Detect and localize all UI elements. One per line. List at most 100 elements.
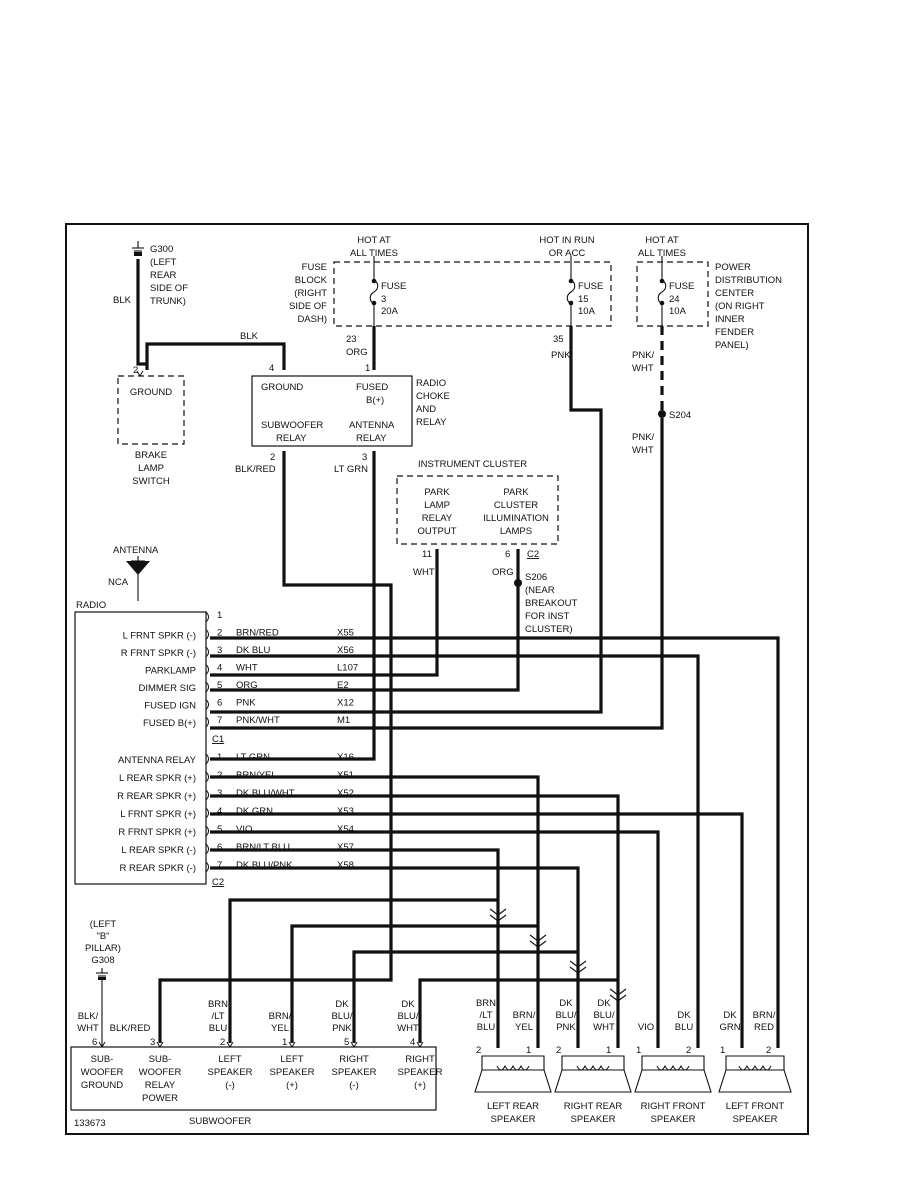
speaker-name: RIGHT FRONT (641, 1101, 706, 1112)
svg-text:PARK: PARK (424, 487, 450, 498)
radio-wire-circuit: L107 (337, 663, 358, 674)
subwoofer-connector-icon (416, 1041, 424, 1048)
subwoofer-pin-label: LEFT (280, 1054, 303, 1065)
cluster-pin-6: 6 (505, 549, 510, 560)
svg-text:LAMPS: LAMPS (500, 526, 532, 537)
speaker-wire-color: RED (754, 1022, 774, 1033)
radio-wire-color: VIO (236, 824, 252, 835)
svg-text:FENDER: FENDER (715, 327, 754, 338)
speaker-top-icon (641, 1055, 705, 1071)
svg-text:24: 24 (669, 294, 680, 305)
subwoofer-pin-label: SPEAKER (208, 1067, 253, 1078)
speaker-wire-color: BLU (675, 1022, 694, 1033)
radio-wire-circuit: X12 (337, 698, 354, 709)
subwoofer-wire-color: BRN (208, 999, 228, 1010)
subwoofer-pin-label: WOOFER (81, 1067, 124, 1078)
fuse-24: FUSE 24 10A (657, 256, 694, 326)
wire-sub-left-minus (228, 898, 498, 1043)
ground-g308-icon (96, 968, 108, 1046)
relay-pin-sub: 2 (270, 452, 275, 463)
radio-pin-number: 1 (217, 610, 222, 621)
wire-x52-dk-blu-wht (210, 794, 620, 1048)
svg-text:(NEAR: (NEAR (525, 585, 555, 596)
antenna-icon (126, 556, 150, 601)
radio-wire-color: PNK (236, 698, 256, 709)
speaker-coil-icon (656, 1064, 690, 1071)
wire-x57-brn-lt-blu (210, 848, 500, 1048)
wire-x55-brn-red (210, 636, 780, 1048)
svg-text:WHT: WHT (632, 363, 654, 374)
speaker-pin-number: 1 (526, 1045, 531, 1056)
speaker-top-icon (561, 1055, 625, 1071)
subwoofer-wire-color: /LT (211, 1011, 224, 1022)
speaker-connector-chevrons (489, 908, 627, 1002)
radio-pin-label: DIMMER SIG (138, 683, 196, 694)
wire-lt-grn-ant (210, 451, 376, 761)
wire-color-blk-top: BLK (240, 331, 259, 342)
radio-title: RADIO (76, 600, 106, 611)
svg-text:RELAY: RELAY (422, 513, 453, 524)
fuse-block-label: FUSE BLOCK (RIGHT SIDE OF DASH) (289, 262, 328, 325)
wire-org-dimmer (210, 549, 520, 692)
speaker-wire-color: BLU/ (593, 1010, 614, 1021)
wire-color-lt-grn-relay: LT GRN (334, 464, 368, 475)
radio-pin-label: L REAR SPKR (-) (121, 845, 196, 856)
antenna-label: ANTENNA (113, 545, 159, 556)
radio-pin-number: 4 (217, 806, 222, 817)
radio-wire-color: ORG (236, 680, 258, 691)
wire-color-pnk-wht-lower: PNK/ WHT (632, 432, 655, 456)
radio-pin-label: L REAR SPKR (+) (119, 773, 196, 784)
radio-wire-circuit: X53 (337, 806, 354, 817)
radio-wire-color: PNK/WHT (236, 715, 280, 726)
fuse-block-box (333, 261, 612, 327)
subwoofer-connector-icon (350, 1041, 358, 1048)
speaker-pin-number: 1 (606, 1045, 611, 1056)
svg-text:10A: 10A (578, 306, 596, 317)
brake-switch-name: BRAKE LAMP SWITCH (132, 450, 170, 487)
subwoofer-pin-label: (+) (286, 1080, 298, 1091)
speaker-name: SPEAKER (733, 1114, 778, 1125)
svg-text:OR ACC: OR ACC (549, 248, 586, 259)
radio-pin-label: L FRNT SPKR (+) (120, 809, 196, 820)
svg-text:G308: G308 (91, 955, 114, 966)
g308-label: (LEFT "B" PILLAR) G308 (85, 919, 121, 966)
svg-text:BREAKOUT: BREAKOUT (525, 598, 577, 609)
svg-text:CHOKE: CHOKE (416, 391, 450, 402)
speaker-pin-number: 2 (766, 1045, 771, 1056)
radio-c1-label: C1 (212, 734, 224, 745)
radio-pin-terminal (205, 753, 209, 765)
radio-pin-label: R REAR SPKR (-) (119, 863, 196, 874)
radio-wire-color: DK BLU/WHT (236, 788, 295, 799)
speaker-top-icon (725, 1055, 785, 1071)
subwoofer-pin-label: (+) (414, 1080, 426, 1091)
wire-x58-dk-blu-pnk (210, 866, 580, 1048)
radio-wire-color: BRN/LT BLU (236, 842, 290, 853)
wire-pnk-wht-to-radio (210, 418, 664, 730)
speaker-pin-number: 1 (636, 1045, 641, 1056)
radio-pin-number: 5 (217, 680, 222, 691)
svg-text:(ON RIGHT: (ON RIGHT (715, 301, 765, 312)
speaker-coil-icon (496, 1064, 530, 1071)
svg-text:S206: S206 (525, 572, 547, 583)
speaker-wire-color: DK (597, 998, 611, 1009)
radio-wire-circuit: X57 (337, 842, 354, 853)
svg-text:ILLUMINATION: ILLUMINATION (483, 513, 549, 524)
svg-text:DISTRIBUTION: DISTRIBUTION (715, 275, 782, 286)
wire-sub-right-plus (418, 978, 618, 1043)
wires (136, 259, 780, 1048)
svg-text:RELAY: RELAY (416, 417, 447, 428)
wire-sub-left-plus (290, 924, 538, 1043)
wire-blk-ground-relay (145, 342, 286, 370)
svg-text:LAMP: LAMP (138, 463, 164, 474)
speaker-wire-color: DK (723, 1010, 737, 1021)
radio-pin-number: 6 (217, 842, 222, 853)
radio-pin-terminal (205, 825, 209, 837)
radio-wire-color: WHT (236, 663, 258, 674)
radio-wire-color: DK BLU/PNK (236, 860, 293, 871)
subwoofer-wire-color: BLU (209, 1023, 228, 1034)
radio-pin-label: R FRNT SPKR (+) (118, 827, 196, 838)
radio-pin-number: 7 (217, 860, 222, 871)
svg-text:CENTER: CENTER (715, 288, 754, 299)
radio-choke-relay-name: RADIO CHOKE AND RELAY (416, 378, 450, 428)
cluster-pin-11: 11 (422, 549, 432, 560)
